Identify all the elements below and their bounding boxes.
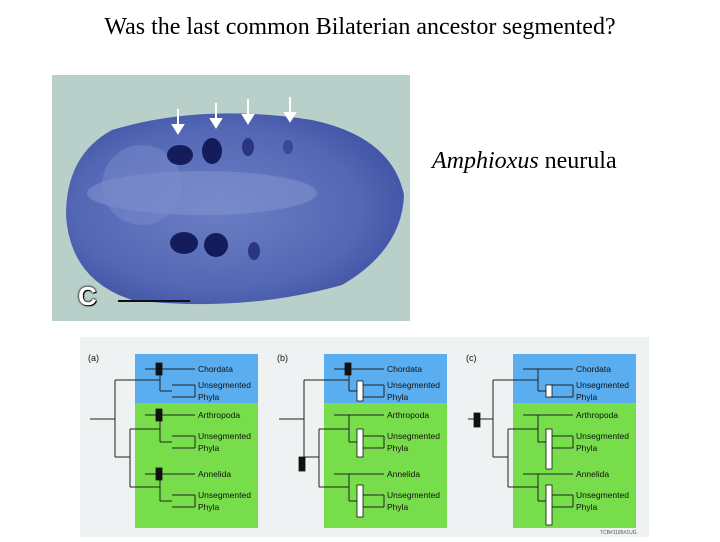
segmentation-marker	[298, 456, 306, 472]
somite-stain-marks	[167, 138, 293, 260]
caption-stage: neurula	[538, 148, 617, 174]
amphioxus-neurula-photo: C	[52, 75, 410, 321]
taxon-label: Unsegmented	[576, 490, 629, 500]
deuterostome-box	[324, 354, 447, 403]
panel-label: (b)	[277, 353, 288, 363]
taxon-label: Annelida	[576, 469, 609, 479]
arrow-markers	[171, 97, 297, 135]
taxon-label: Arthropoda	[198, 410, 240, 420]
taxon-label: Unsegmented	[387, 431, 440, 441]
loss-marker	[545, 384, 553, 398]
segmentation-marker	[344, 362, 352, 376]
taxon-label: Annelida	[198, 469, 231, 479]
taxon-label: Phyla	[198, 392, 220, 402]
taxon-label: Unsegmented	[198, 431, 251, 441]
taxon-label: Phyla	[198, 443, 220, 453]
protostome-box	[135, 403, 258, 528]
taxon-label: Arthropoda	[387, 410, 429, 420]
panel-label: (c)	[466, 353, 477, 363]
segmentation-marker	[155, 408, 163, 422]
photo-panel-label: C	[78, 281, 97, 311]
taxon-label: Phyla	[387, 392, 409, 402]
taxon-label: Unsegmented	[387, 380, 440, 390]
taxon-label: Phyla	[387, 443, 409, 453]
taxon-label: Arthropoda	[576, 410, 618, 420]
taxon-label: Phyla	[576, 502, 598, 512]
footer-code: TCB#1185#1UG	[600, 530, 637, 536]
taxon-label: Annelida	[387, 469, 420, 479]
protostome-box	[513, 403, 636, 528]
loss-marker	[545, 428, 553, 470]
photo-caption: Amphioxus neurula	[432, 148, 617, 175]
deuterostome-box	[513, 354, 636, 403]
loss-marker	[356, 380, 364, 402]
loss-marker	[356, 428, 364, 458]
taxon-label: Chordata	[387, 364, 422, 374]
taxon-label: Phyla	[198, 502, 220, 512]
taxon-label: Phyla	[576, 392, 598, 402]
taxon-label: Phyla	[576, 443, 598, 453]
phylogeny-trees: (a)ChordataUnsegmentedPhylaArthropodaUns…	[88, 353, 637, 536]
taxon-label: Chordata	[198, 364, 233, 374]
taxon-label: Unsegmented	[198, 380, 251, 390]
taxon-label: Chordata	[576, 364, 611, 374]
taxon-label: Unsegmented	[198, 490, 251, 500]
taxon-label: Unsegmented	[387, 490, 440, 500]
taxon-label: Unsegmented	[576, 380, 629, 390]
protostome-box	[324, 403, 447, 528]
slide-title: Was the last common Bilaterian ancestor …	[104, 14, 616, 40]
segmentation-marker	[473, 412, 481, 428]
segmentation-marker	[155, 362, 163, 376]
loss-marker	[356, 484, 364, 518]
caption-species: Amphioxus	[432, 148, 539, 174]
loss-marker	[545, 484, 553, 526]
segmentation-marker	[155, 467, 163, 481]
deuterostome-box	[135, 354, 258, 403]
embryo-illustration	[66, 97, 404, 305]
panel-label: (a)	[88, 353, 99, 363]
taxon-label: Unsegmented	[576, 431, 629, 441]
taxon-label: Phyla	[387, 502, 409, 512]
